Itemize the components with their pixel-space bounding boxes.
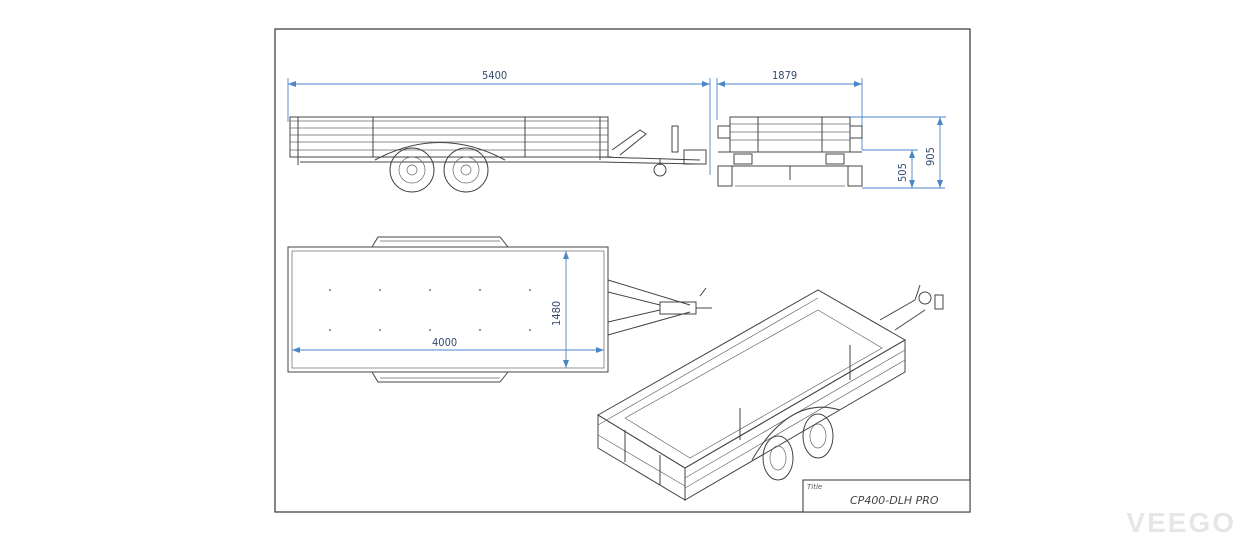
watermark-logo: VEEGO (1126, 507, 1236, 538)
dim-box-length: 4000 (432, 336, 457, 349)
dim-box-width: 1480 (550, 301, 563, 326)
dim-overall-width: 1879 (772, 69, 797, 82)
title-block-title: CP400-DLH PRO (850, 494, 939, 507)
dim-overall-length: 5400 (482, 69, 507, 82)
rear-view: 1879 505 905 (716, 69, 946, 189)
dim-overall-height: 905 (924, 147, 937, 166)
drawing-frame (274, 28, 971, 513)
isometric-view (597, 284, 944, 501)
side-view: 5400 (287, 69, 711, 193)
top-view: 4000 1480 (287, 236, 712, 383)
dim-deck-height: 505 (896, 163, 909, 182)
title-block-label: Title (807, 483, 822, 491)
title-block: Title CP400-DLH PRO (802, 479, 971, 513)
